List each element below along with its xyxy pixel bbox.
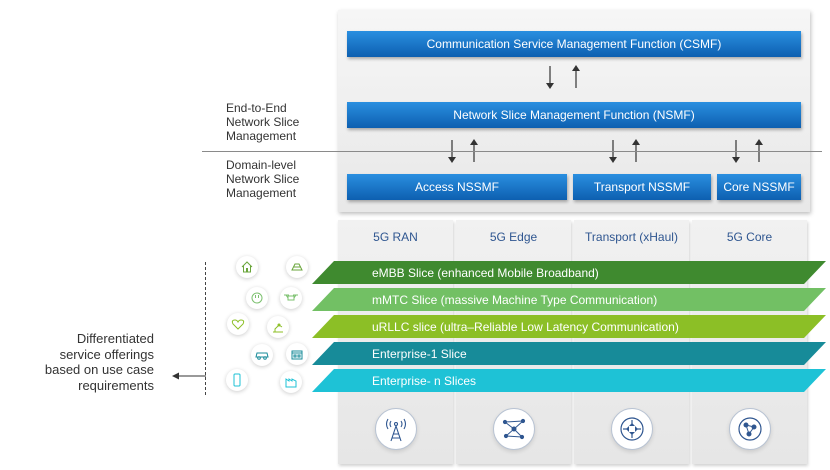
csmf-box: Communication Service Management Functio…: [347, 31, 801, 57]
slice-mmtc: mMTC Slice (massive Machine Type Communi…: [312, 288, 826, 311]
phone-icon: [226, 369, 248, 391]
slice-label: eMBB Slice (enhanced Mobile Broadband): [372, 265, 599, 280]
slice-enterprise-n: Enterprise- n Slices: [312, 369, 826, 392]
home-icon: [236, 256, 258, 278]
e2e-label-line: End-to-End: [226, 101, 287, 115]
slice-enterprise-1: Enterprise-1 Slice: [312, 342, 826, 365]
domain-label-line: Domain-level: [226, 158, 297, 172]
differentiated-services-label: Differentiated service offerings based o…: [0, 331, 154, 393]
heart-monitor-icon: [227, 313, 249, 335]
transport-nssmf-label: Transport NSSMF: [593, 180, 691, 194]
up-arrow-icon: [632, 139, 640, 162]
nsmf-label: Network Slice Management Function (NSMF): [453, 108, 695, 122]
slice-label: uRLLC slice (ultra–Reliable Low Latency …: [372, 319, 679, 334]
core-nssmf-box: Core NSSMF: [717, 174, 801, 200]
e2e-label-line: Management: [226, 129, 297, 143]
core-network-icon: [729, 408, 771, 450]
down-arrow-icon: [448, 140, 456, 163]
transport-nssmf-box: Transport NSSMF: [573, 174, 711, 200]
column-label: Transport (xHaul): [585, 230, 678, 244]
industry-icon: [280, 371, 302, 393]
network-graph-icon: [493, 408, 535, 450]
diff-label-line: service offerings: [59, 346, 154, 362]
access-nssmf-label: Access NSSMF: [414, 180, 499, 194]
left-arrow-icon: [172, 372, 206, 380]
diff-label-line: Differentiated: [76, 331, 154, 346]
nsmf-box: Network Slice Management Function (NSMF): [347, 102, 801, 128]
power-plug-icon: [246, 287, 268, 309]
down-arrow-icon: [732, 140, 740, 163]
slice-embb: eMBB Slice (enhanced Mobile Broadband): [312, 261, 826, 284]
use-case-bracket: [205, 262, 212, 395]
router-arrows-icon: [611, 408, 653, 450]
drone-icon: [280, 287, 302, 309]
domain-label-line: Management: [226, 186, 297, 200]
slice-urllc: uRLLC slice (ultra–Reliable Low Latency …: [312, 315, 826, 338]
slice-label: mMTC Slice (massive Machine Type Communi…: [372, 292, 658, 307]
csmf-label: Communication Service Management Functio…: [426, 37, 722, 51]
domain-label-line: Network Slice: [226, 172, 300, 186]
access-nssmf-box: Access NSSMF: [347, 174, 567, 200]
down-arrow-icon: [609, 140, 617, 163]
column-label: 5G RAN: [373, 230, 418, 244]
vehicle-icon: [286, 256, 308, 278]
e2e-management-label: End-to-End Network Slice Management: [226, 101, 299, 143]
diff-label-line: requirements: [78, 377, 154, 393]
up-arrow-icon: [470, 139, 478, 162]
robot-arm-icon: [267, 316, 289, 338]
column-label: 5G Edge: [489, 230, 538, 244]
slice-label: Enterprise-1 Slice: [372, 346, 467, 361]
management-divider: [202, 151, 822, 152]
diff-label-line: based on use case: [44, 362, 154, 377]
factory-icon: [286, 343, 308, 365]
up-arrow-icon: [755, 139, 763, 162]
column-label: 5G Core: [726, 230, 773, 244]
radio-tower-icon: [375, 408, 417, 450]
core-nssmf-label: Core NSSMF: [723, 180, 795, 194]
e2e-label-line: Network Slice: [226, 115, 300, 129]
domain-management-label: Domain-level Network Slice Management: [226, 158, 299, 200]
down-arrow-icon: [546, 66, 554, 89]
car-icon: [251, 344, 273, 366]
up-arrow-icon: [572, 65, 580, 88]
slice-label: Enterprise- n Slices: [372, 373, 477, 388]
